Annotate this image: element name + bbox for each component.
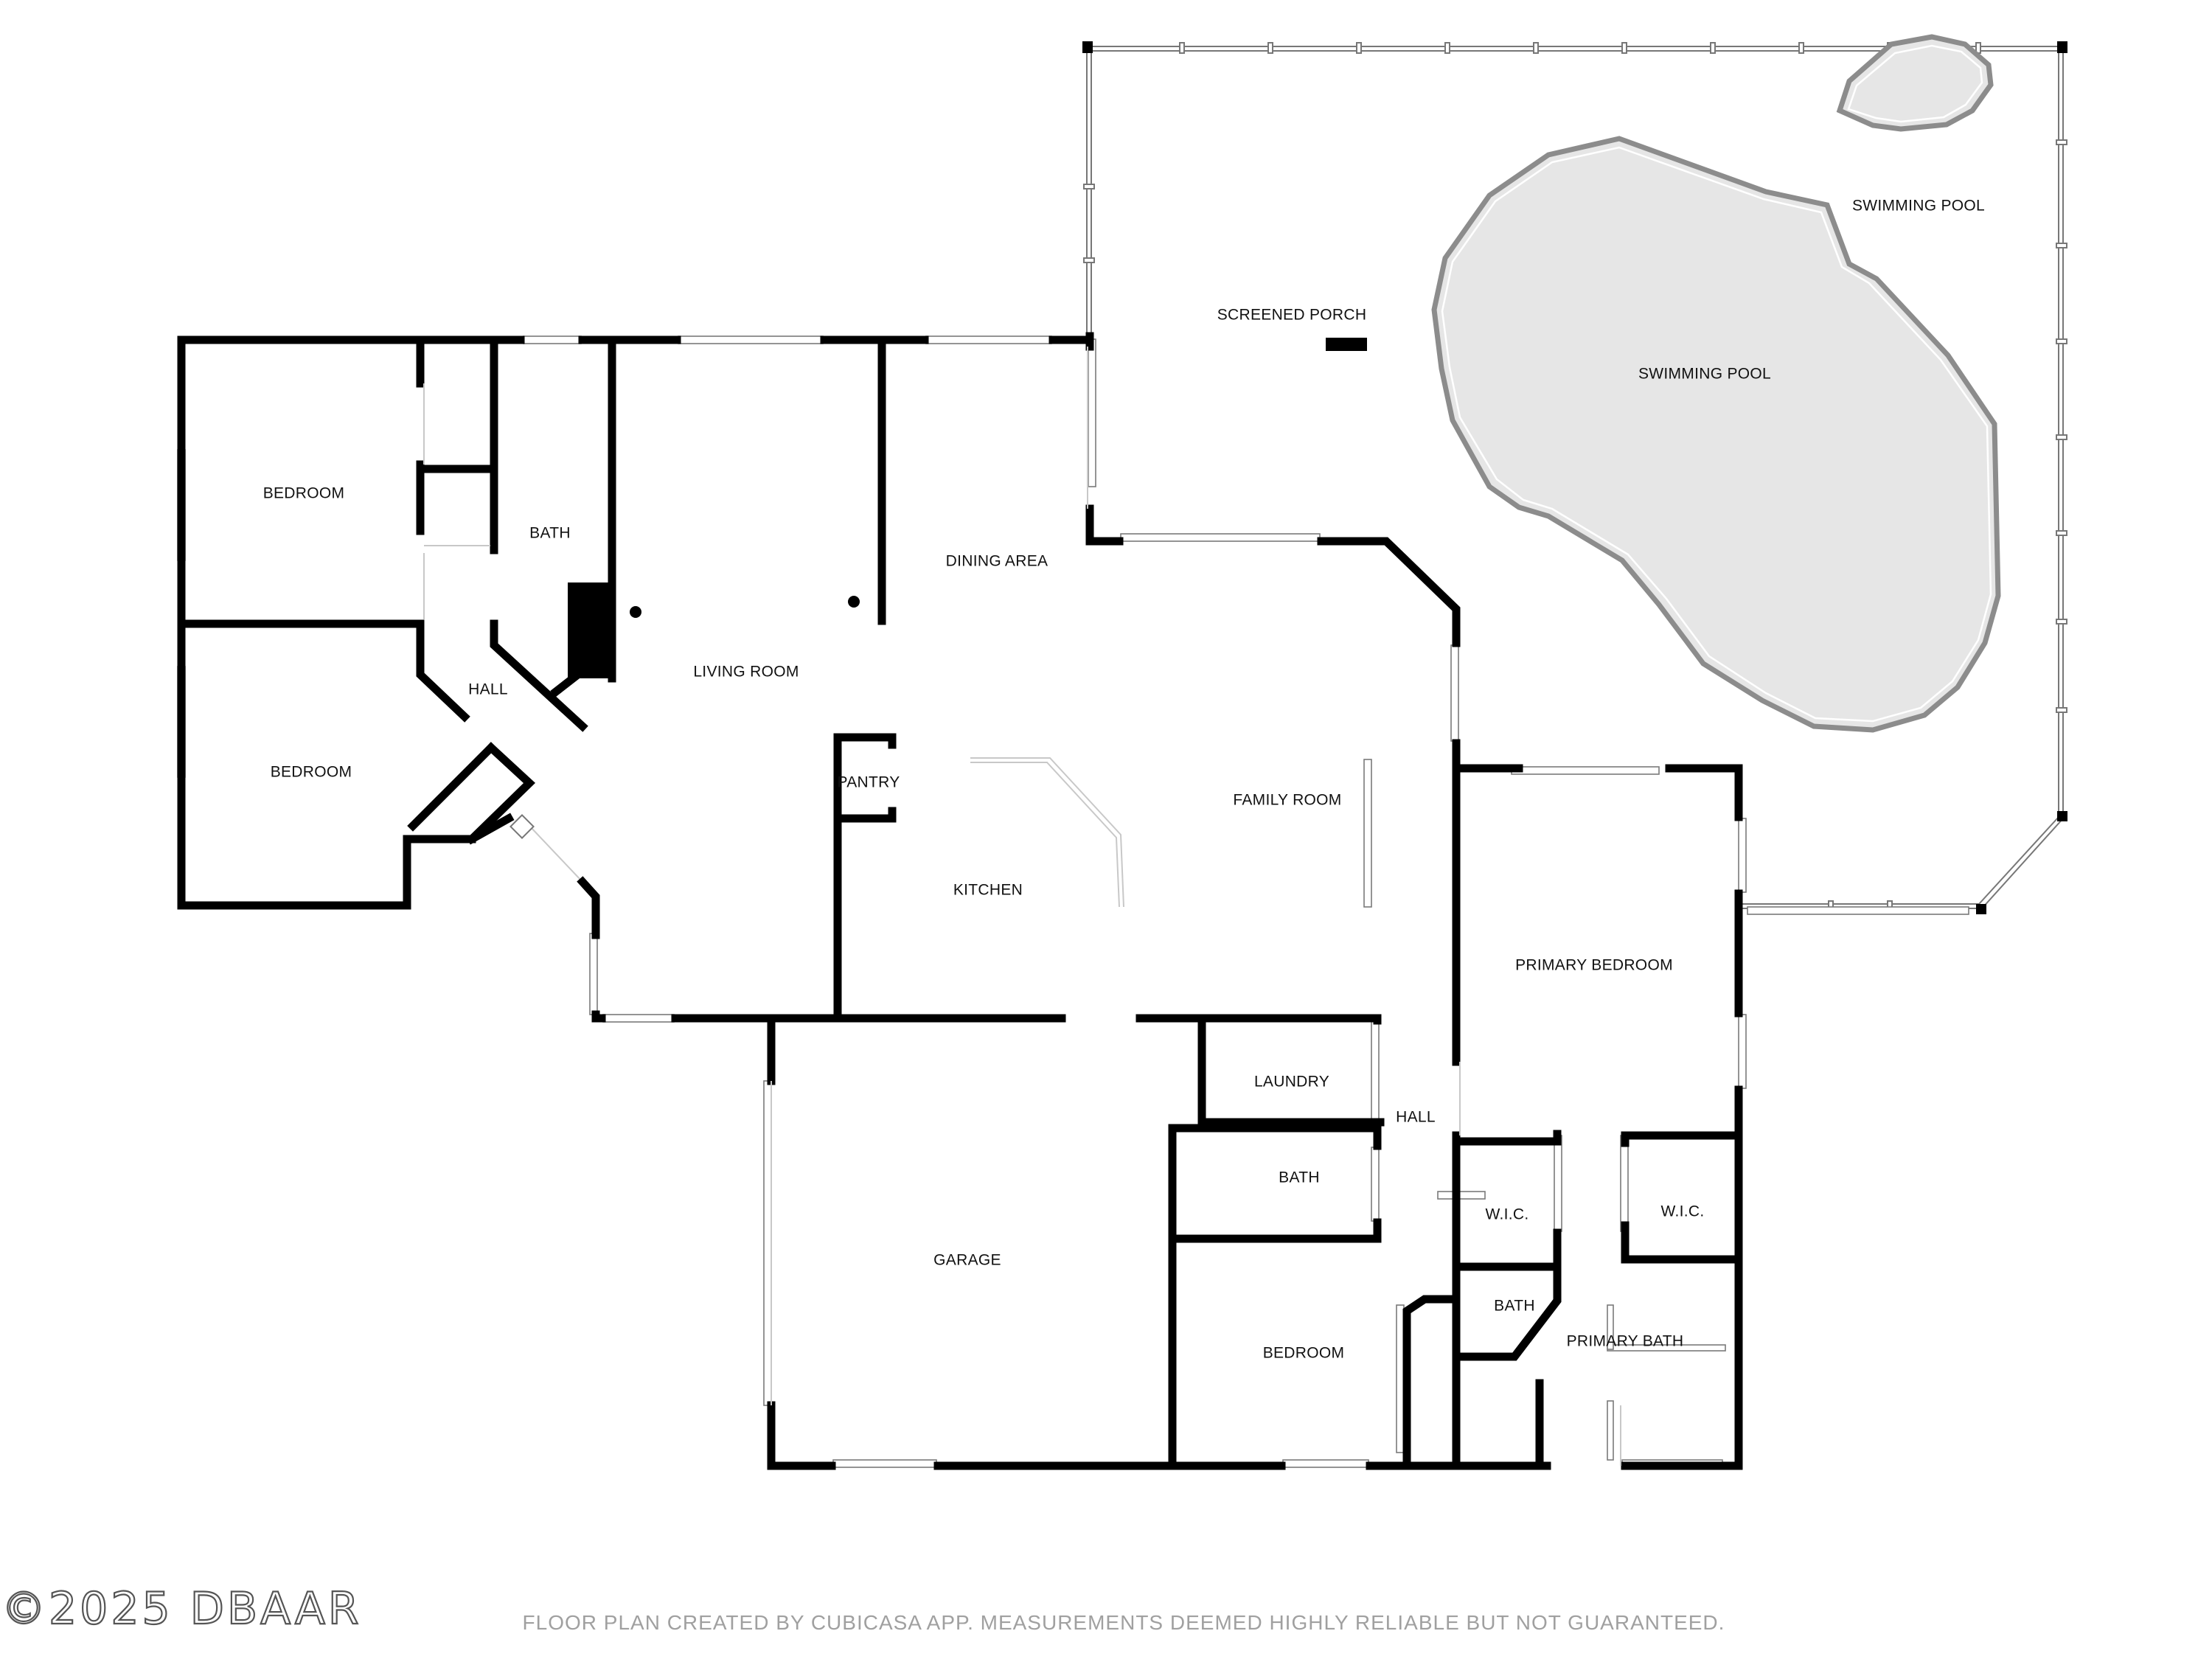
label-kitchen: KITCHEN (953, 882, 1023, 899)
porch-fixture (1326, 338, 1367, 351)
main-pool (1431, 136, 2001, 733)
label-bath-primary-small: BATH (1494, 1298, 1535, 1315)
label-bedroom-nw: BEDROOM (263, 485, 345, 502)
label-garage: GARAGE (933, 1252, 1001, 1269)
openings (423, 347, 1461, 1405)
label-family-room: FAMILY ROOM (1233, 792, 1341, 809)
label-bath-center: BATH (1279, 1169, 1320, 1186)
label-hall-west: HALL (468, 681, 508, 698)
label-swimming-pool-small: SWIMMING POOL (1852, 198, 1985, 215)
label-swimming-pool-main: SWIMMING POOL (1638, 366, 1771, 383)
watermark-copyright: ©2025 DBAAR (1, 1583, 362, 1635)
swimming-pools (1431, 34, 2001, 733)
label-laundry: LAUNDRY (1254, 1074, 1329, 1091)
label-bedroom-w: BEDROOM (271, 764, 352, 781)
label-bedroom-south: BEDROOM (1263, 1345, 1345, 1362)
label-dining-area: DINING AREA (946, 553, 1048, 570)
label-wic-right: W.I.C. (1661, 1203, 1705, 1220)
room-labels: SCREENED PORCH SWIMMING POOL SWIMMING PO… (263, 198, 1985, 1362)
label-bath-north: BATH (529, 525, 571, 542)
floor-plan-disclaimer: FLOOR PLAN CREATED BY CUBICASA APP. MEAS… (523, 1611, 1725, 1634)
small-pool (1836, 34, 1994, 132)
walls (177, 332, 1743, 1470)
label-hall-east: HALL (1396, 1109, 1436, 1126)
label-screened-porch: SCREENED PORCH (1217, 307, 1367, 324)
label-pantry: PANTRY (837, 774, 900, 791)
label-living-room: LIVING ROOM (693, 664, 799, 681)
label-primary-bath: PRIMARY BATH (1567, 1333, 1684, 1350)
label-wic-left: W.I.C. (1486, 1206, 1529, 1223)
label-primary-bedroom: PRIMARY BEDROOM (1515, 957, 1673, 974)
